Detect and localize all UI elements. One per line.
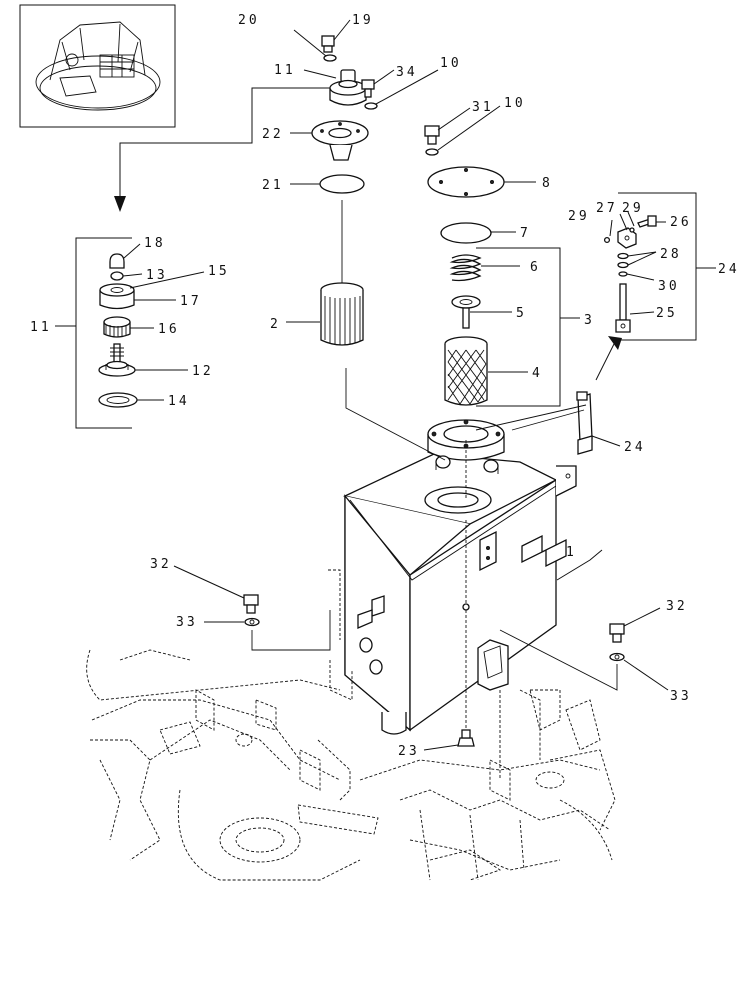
callout-27: 27 [596, 201, 618, 216]
level-gauge-group [595, 192, 716, 381]
callout-25: 25 [656, 306, 678, 321]
callout-11-bracket: 11 [30, 320, 52, 335]
callout-labels: 1 2 3 4 5 6 7 8 10 10 11 11 12 13 14 15 … [30, 13, 740, 759]
callout-3: 3 [584, 313, 595, 328]
callout-22: 22 [262, 127, 284, 142]
callout-17: 17 [180, 294, 202, 309]
callout-24-installed: 24 [624, 440, 646, 455]
callout-14: 14 [168, 394, 190, 409]
callout-11-top: 11 [274, 63, 296, 78]
callout-1: 1 [566, 545, 577, 560]
callout-29-right: 29 [622, 201, 644, 216]
callout-20: 20 [238, 13, 260, 28]
callout-34: 34 [396, 65, 418, 80]
callout-4: 4 [532, 366, 543, 381]
callout-33-right: 33 [670, 689, 692, 704]
callout-10-cover: 10 [504, 96, 526, 111]
machine-frame-outline [86, 569, 616, 881]
callout-33-left: 33 [176, 615, 198, 630]
callout-15: 15 [208, 264, 230, 279]
callout-32-left: 32 [150, 557, 172, 572]
machine-thumbnail [19, 4, 176, 128]
callout-31: 31 [472, 100, 494, 115]
callout-19: 19 [352, 13, 374, 28]
callout-5: 5 [516, 306, 527, 321]
callout-18: 18 [144, 236, 166, 251]
callout-13: 13 [146, 268, 168, 283]
callout-30: 30 [658, 279, 680, 294]
callout-6: 6 [530, 260, 541, 275]
callout-26: 26 [670, 215, 692, 230]
callout-29-left: 29 [568, 209, 590, 224]
callout-10-top: 10 [440, 56, 462, 71]
filter-head-group [286, 19, 439, 346]
callout-21: 21 [262, 178, 284, 193]
callout-2: 2 [270, 317, 281, 332]
cover-group [424, 105, 580, 407]
callout-24-bracket: 24 [718, 262, 740, 277]
callout-7: 7 [520, 226, 531, 241]
callout-32-right: 32 [666, 599, 688, 614]
sub-assembly-11-group [55, 87, 330, 429]
callout-12: 12 [192, 364, 214, 379]
callout-23: 23 [398, 744, 420, 759]
hydraulic-tank [343, 368, 621, 745]
callout-16: 16 [158, 322, 180, 337]
mounting-fasteners [173, 565, 669, 751]
callout-8: 8 [542, 176, 553, 191]
callout-28: 28 [660, 247, 682, 262]
